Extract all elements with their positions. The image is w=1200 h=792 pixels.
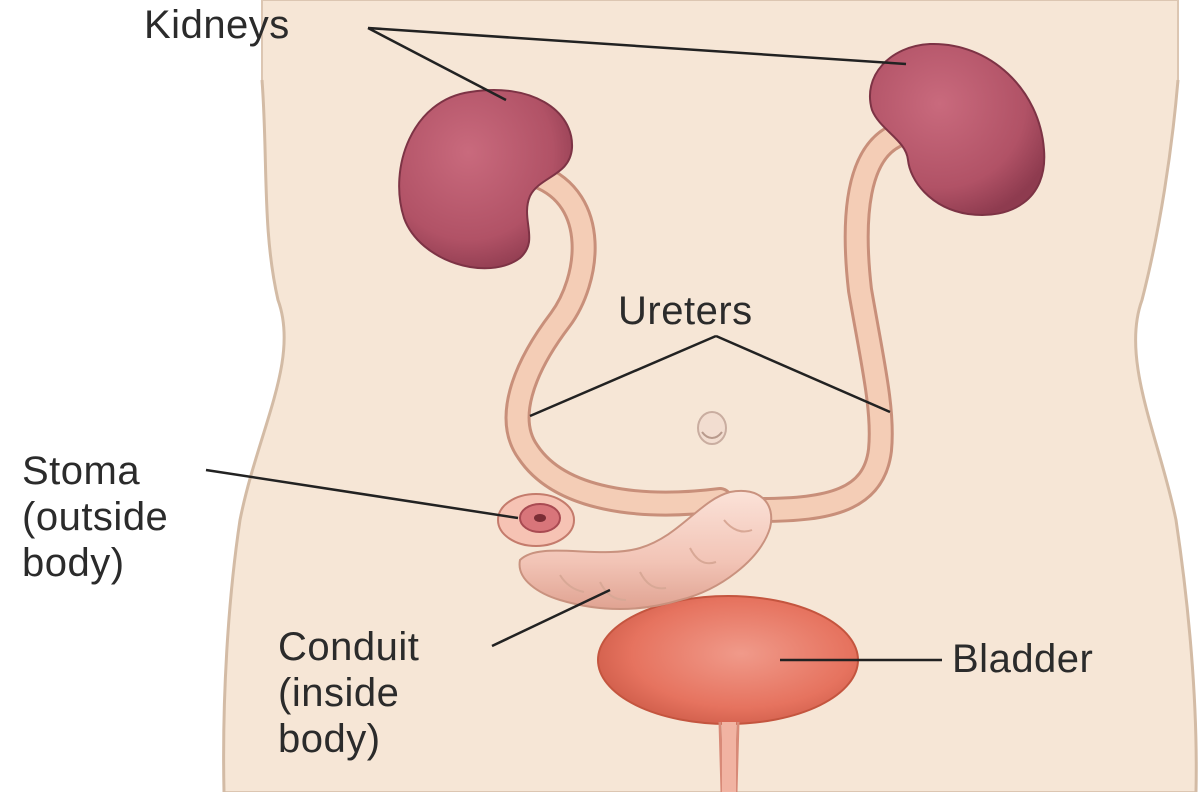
stoma-label: Stoma (outside body) xyxy=(22,448,168,586)
kidneys-label: Kidneys xyxy=(144,2,290,48)
stoma-label-line-3: body) xyxy=(22,540,168,586)
stoma-label-line-2: (outside xyxy=(22,494,168,540)
stoma-lumen xyxy=(534,514,546,522)
conduit-label: Conduit (inside body) xyxy=(278,624,419,762)
navel xyxy=(698,412,726,444)
conduit-label-line-2: (inside xyxy=(278,670,419,716)
bladder-label: Bladder xyxy=(952,636,1093,682)
ureters-label: Ureters xyxy=(618,288,753,334)
conduit-label-line-1: Conduit xyxy=(278,624,419,670)
urethra-fill xyxy=(722,722,736,792)
conduit-label-line-3: body) xyxy=(278,716,419,762)
stoma-label-line-1: Stoma xyxy=(22,448,168,494)
